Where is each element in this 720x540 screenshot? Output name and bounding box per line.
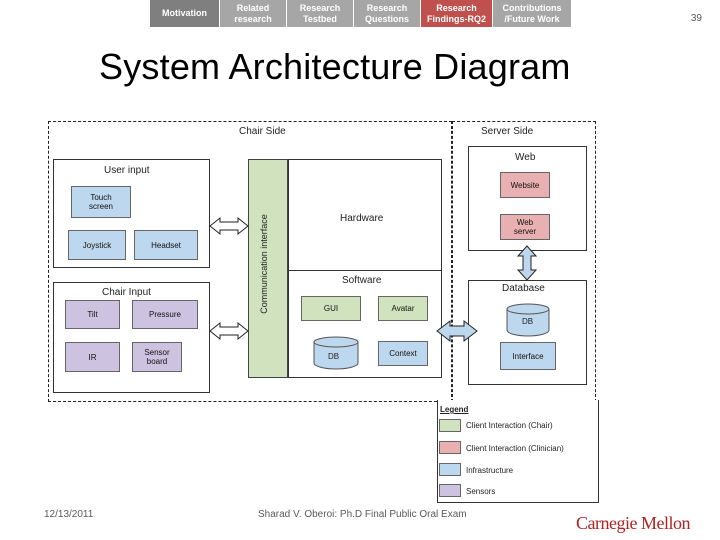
database-db-cylinder [506, 303, 550, 337]
nav-tab-related-research[interactable]: Related research [220, 0, 287, 27]
slide-number: 39 [690, 13, 702, 24]
legend-label-infrastructure: Infrastructure [466, 466, 514, 475]
web-server-node: Web server [500, 214, 550, 240]
legend-swatch-clinician [439, 441, 461, 454]
nav-tab-research-questions[interactable]: Research Questions [354, 0, 421, 27]
legend [437, 400, 599, 503]
legend-swatch-sensors [439, 484, 461, 497]
legend-label-clinician: Client Interaction (Clinician) [466, 444, 564, 453]
server-side-label: Server Side [481, 126, 534, 137]
tilt-sensor-node: Tilt [65, 300, 120, 329]
hardware-box [288, 159, 442, 271]
software-label: Software [342, 275, 382, 286]
sensor-board-node: Sensor board [132, 342, 182, 372]
nav-tab-contributions[interactable]: Contributions /Future Work [493, 0, 571, 27]
software-db-label: DB [328, 352, 340, 361]
communication-interface-bar [248, 159, 288, 378]
database-db-label: DB [522, 317, 534, 326]
headset-node: Headset [134, 230, 198, 260]
avatar-node: Avatar [378, 296, 428, 321]
touch-screen-node: Touch screen [71, 186, 131, 218]
gui-node: GUI [301, 296, 361, 321]
page-title: System Architecture Diagram [99, 46, 571, 87]
top-navigation: Motivation Related research Research Tes… [150, 0, 571, 27]
legend-swatch-chair [439, 419, 461, 432]
chair-side-label: Chair Side [239, 126, 286, 137]
ir-sensor-node: IR [65, 342, 120, 372]
carnegie-mellon-logo: Carnegie Mellon [576, 513, 690, 533]
website-node: Website [500, 172, 550, 198]
legend-label-chair: Client Interaction (Chair) [466, 421, 553, 430]
legend-title: Legend [440, 405, 469, 414]
web-label: Web [515, 152, 536, 163]
joystick-node: Joystick [68, 230, 126, 260]
software-db-cylinder [313, 336, 359, 370]
nav-tab-research-testbed[interactable]: Research Testbed [287, 0, 354, 27]
database-label: Database [502, 283, 545, 294]
interface-node: Interface [500, 342, 556, 370]
legend-label-sensors: Sensors [466, 487, 496, 496]
footer-presenter: Sharad V. Oberoi: Ph.D Final Public Oral… [258, 509, 467, 520]
context-node: Context [378, 341, 428, 366]
nav-tab-research-findings[interactable]: Research Findings-RQ2 [421, 0, 493, 27]
footer-date: 12/13/2011 [44, 509, 94, 520]
user-input-label: User input [104, 165, 150, 176]
legend-swatch-infrastructure [439, 463, 461, 476]
chair-input-label: Chair Input [102, 287, 151, 298]
pressure-sensor-node: Pressure [132, 300, 198, 329]
hardware-label: Hardware [340, 213, 384, 224]
chair-side-region [48, 121, 452, 402]
nav-tab-motivation[interactable]: Motivation [150, 0, 220, 27]
